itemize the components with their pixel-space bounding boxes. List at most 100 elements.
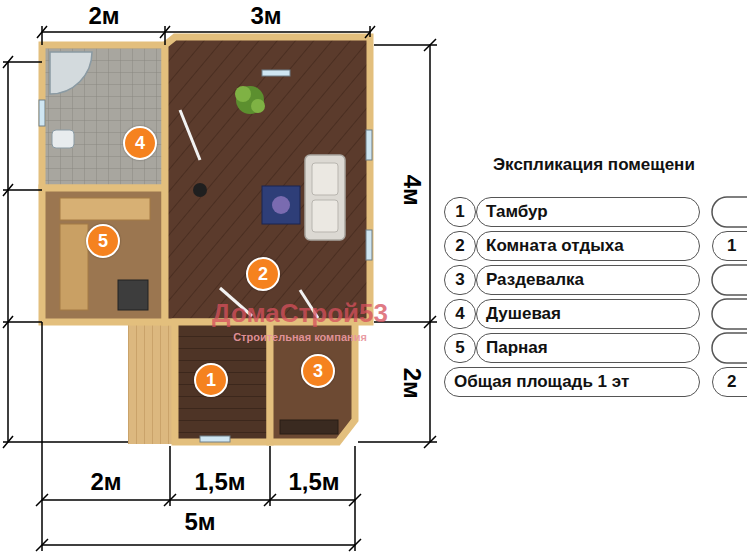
table-name-cell: Раздевалка	[476, 265, 700, 295]
dimension-lines	[3, 26, 437, 551]
table-number-cell: 2	[444, 231, 476, 261]
table-value-cell: 1	[712, 231, 747, 261]
bench	[280, 420, 338, 434]
table-name-cell: Душевая	[476, 299, 700, 329]
dimension-label: 1,5м	[288, 469, 339, 495]
sofa	[305, 155, 345, 240]
node-text: Общая площадь 1 эт	[454, 372, 629, 392]
windows-doors	[39, 70, 372, 442]
table-cell	[712, 197, 747, 227]
callout-number: 3	[301, 354, 335, 388]
label-text: 2м	[90, 468, 121, 495]
watermark: ДомаСтрой53	[212, 299, 388, 328]
watermark: Строительная компания	[233, 331, 367, 343]
label-text: 1,5м	[194, 468, 245, 495]
table-name-cell: Комната отдыха	[476, 231, 700, 261]
dimension-tick	[37, 26, 375, 38]
table-value-cell: 2	[712, 367, 747, 397]
steam-room	[42, 188, 165, 322]
sofa-cushion	[312, 163, 338, 195]
label-text: ДомаСтрой53	[212, 298, 388, 328]
dimension-tick	[424, 39, 436, 448]
label-text: Строительная компания	[233, 331, 367, 343]
chair	[193, 183, 207, 197]
node-text: Парная	[486, 338, 548, 358]
dimension-label: 1,5м	[194, 469, 245, 495]
table-plate	[272, 196, 290, 214]
plant	[251, 99, 265, 113]
sink	[52, 130, 74, 148]
callout-number: 1	[194, 363, 228, 397]
bench	[60, 198, 150, 220]
stove	[118, 280, 148, 310]
node-text: 1	[455, 202, 464, 222]
node-text: Раздевалка	[486, 270, 584, 290]
label-text: 3м	[250, 2, 281, 29]
label-text: Экспликация помещени	[493, 155, 695, 174]
node-text: Тамбур	[486, 202, 548, 222]
plant	[235, 86, 251, 102]
label-text: 4м	[399, 174, 426, 205]
dimension-label: 2м	[90, 469, 121, 495]
dimension-line	[3, 62, 128, 442]
dimension-line	[42, 26, 370, 45]
dimension-line	[42, 506, 355, 551]
label-text: 2м	[399, 367, 426, 398]
table-cell	[712, 265, 747, 295]
node-text: 4	[455, 304, 464, 324]
dimension-label: 4м	[399, 174, 425, 205]
window	[39, 100, 45, 126]
table	[262, 186, 300, 224]
dimension-line	[358, 45, 437, 442]
callout-number: 5	[86, 224, 120, 258]
furniture	[50, 52, 345, 434]
table-number-cell: 5	[444, 333, 476, 363]
node-text: 2	[258, 264, 268, 285]
node-text: Комната отдыха	[486, 236, 624, 256]
window	[200, 436, 230, 442]
table-cell	[712, 333, 747, 363]
dimension-tick	[36, 539, 361, 551]
table-cell	[712, 299, 747, 329]
table-name-cell: Общая площадь 1 эт	[444, 367, 700, 397]
shower-room	[42, 45, 165, 188]
table-heading: Экспликация помещени	[493, 156, 695, 175]
callout-number: 2	[246, 257, 280, 291]
plant	[236, 86, 264, 114]
node-text: 3	[455, 270, 464, 290]
dimension-label: 2м	[88, 3, 119, 29]
dimension-label: 2м	[399, 367, 425, 398]
window	[262, 70, 290, 76]
table-name-cell: Парная	[476, 333, 700, 363]
dimension-label: 5м	[184, 509, 215, 535]
dimension-tick	[3, 56, 13, 448]
rest-room	[165, 37, 370, 322]
porch-deck	[128, 322, 175, 444]
dimension-tick	[36, 494, 361, 506]
node-text: 1	[727, 236, 736, 256]
node-text: 2	[455, 236, 464, 256]
node-text: 3	[313, 361, 323, 382]
table-number-cell: 1	[444, 197, 476, 227]
dimension-line	[42, 322, 355, 506]
table-name-cell: Тамбур	[476, 197, 700, 227]
node-text: 4	[135, 133, 145, 154]
table-number-cell: 4	[444, 299, 476, 329]
window	[366, 130, 372, 160]
label-text: 1,5м	[288, 468, 339, 495]
shower-cabin	[50, 52, 92, 94]
rooms	[42, 37, 370, 444]
door-leaf	[180, 110, 200, 160]
dimension-label: 3м	[250, 3, 281, 29]
callout-number: 4	[123, 126, 157, 160]
empty-value-cells	[712, 197, 747, 363]
label-text: 2м	[88, 2, 119, 29]
bench	[60, 224, 88, 310]
table-number-cell: 3	[444, 265, 476, 295]
node-text: Душевая	[486, 304, 561, 324]
node-text: 5	[455, 338, 464, 358]
window	[366, 230, 372, 260]
sofa-cushion	[312, 200, 338, 232]
node-text: 5	[98, 231, 108, 252]
